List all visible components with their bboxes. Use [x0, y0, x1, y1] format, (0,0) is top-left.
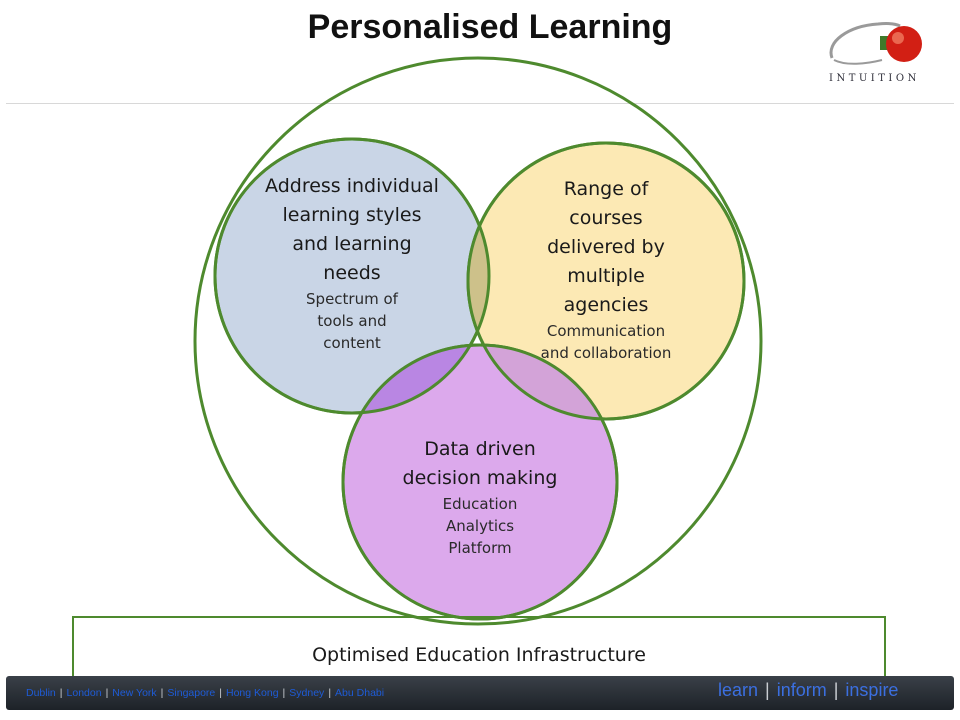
page-title: Personalised Learning	[307, 8, 673, 46]
circle-data-heading: Data driven decision making	[402, 438, 558, 489]
footer-bar	[6, 676, 954, 710]
outer-circle	[193, 56, 763, 626]
tagline-inform: inform	[776, 680, 827, 700]
circle-courses-subtext: Communication and collaboration	[540, 322, 672, 362]
circle-courses-heading: Range of courses delivered by multiple a…	[547, 178, 665, 316]
city-link[interactable]: Hong Kong	[226, 687, 279, 699]
circle-individual-heading: Address individual learning styles and l…	[265, 175, 439, 284]
circle-data-text: Data driven decision making Education An…	[385, 435, 575, 559]
tagline-inspire: inspire	[845, 680, 899, 700]
intuition-logo	[829, 22, 922, 65]
circle-courses-text: Range of courses delivered by multiple a…	[532, 175, 680, 364]
circle-individual-text: Address individual learning styles and l…	[262, 172, 442, 354]
infrastructure-label: Optimised Education Infrastructure	[312, 644, 646, 666]
city-link[interactable]: London	[66, 687, 102, 699]
footer-cities: Dublin|London|New York|Singapore|Hong Ko…	[26, 687, 385, 699]
logo-text: INTUITION	[829, 73, 920, 84]
city-link[interactable]: Dublin	[26, 687, 56, 699]
city-link[interactable]: New York	[112, 687, 157, 699]
city-link[interactable]: Sydney	[289, 687, 325, 699]
header-divider	[6, 103, 954, 104]
circle-individual-subtext: Spectrum of tools and content	[306, 290, 398, 352]
city-link[interactable]: Abu Dhabi	[335, 687, 385, 699]
circle-data-subtext: Education Analytics Platform	[442, 495, 518, 557]
footer-tagline: learn|inform|inspire	[718, 680, 899, 700]
tagline-learn: learn	[718, 680, 759, 700]
city-link[interactable]: Singapore	[167, 687, 216, 699]
